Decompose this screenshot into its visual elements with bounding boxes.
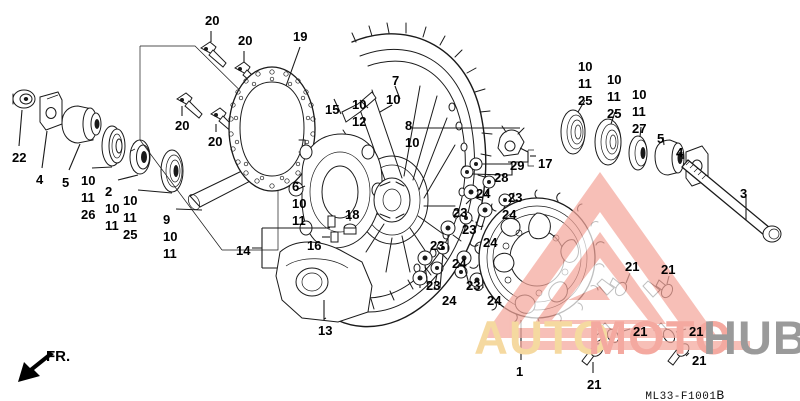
part-17-cush-drive-group [460,125,536,179]
part-22-nut [12,89,36,147]
part-code-prefix: ML33-F1001 [645,391,717,401]
callout-23: 23 [466,278,481,293]
callout-20: 20 [208,134,223,149]
callout-17: 17 [538,156,553,171]
part-29-bracket [497,125,529,163]
part-code: ML33-F1001B [617,376,725,401]
callout-5: 5 [62,175,70,190]
callout-23: 23 [462,222,477,237]
callout-24: 24 [483,235,498,250]
watermark-triangle-logo [482,172,750,350]
callout-21: 21 [633,324,648,339]
callout-10: 10 [386,92,401,107]
part-18-nut [343,213,357,235]
callout-29: 29 [510,158,525,173]
nuts-washers-cluster [412,175,512,291]
part-10-bearing-a [91,125,126,169]
callout-24: 24 [487,293,502,308]
part-25-bearing-b [594,111,622,166]
callout-24: 24 [442,293,457,308]
front-direction-marker: FR. [18,348,71,382]
part-3-axle [681,159,782,243]
callout-18: 18 [345,207,360,222]
callout-21: 21 [692,353,707,368]
callout-19: 19 [293,29,308,44]
part-4-plate [39,91,63,169]
callout-3: 3 [740,186,748,201]
part-19-brake-disc [228,46,316,192]
fr-arrow-icon [18,352,54,382]
part-25-bearing-a [560,99,586,155]
callout-4: 4 [36,172,44,187]
part-2-retainer [117,139,151,181]
part-27-seal [628,126,648,171]
part-10-bearing-b [137,149,184,194]
callout-20: 20 [238,33,253,48]
left-hardware-group [12,45,279,251]
callout-21: 21 [587,377,602,392]
callout-21: 21 [625,259,640,274]
callout-21: 21 [661,262,676,277]
callout-7: 7 [392,73,400,88]
callout-24: 24 [476,186,491,201]
callout-23: 23 [430,238,445,253]
callout-5: 5 [657,131,665,146]
callout-23: 23 [508,190,523,205]
callout-16: 16 [307,238,322,253]
part-14-pin-top [327,215,336,228]
callout-23: 23 [453,205,468,220]
callout-28: 28 [494,170,509,185]
callout-24: 24 [452,256,467,271]
callout-4: 4 [676,145,684,160]
callout-1: 1 [516,364,524,379]
callout-22: 22 [12,150,27,165]
callout-20: 20 [205,13,220,28]
fr-label-text: FR. [46,348,71,365]
part-28-washer [460,157,513,179]
part-13-chain-slider [275,241,373,323]
callout-14: 14 [236,243,251,258]
wheel-assembly [252,22,520,328]
callout-24: 24 [502,207,517,222]
part-5-collar [61,105,102,171]
callout-13: 13 [318,323,333,338]
callout-21: 21 [689,324,704,339]
callout-15: 15 [325,102,340,117]
part-16-pin [322,231,339,243]
callout-23: 23 [426,278,441,293]
right-bearing-train [560,99,782,243]
callout-20: 20 [175,118,190,133]
part-code-suffix: B [716,388,725,401]
part-5-collar-right [654,136,685,176]
